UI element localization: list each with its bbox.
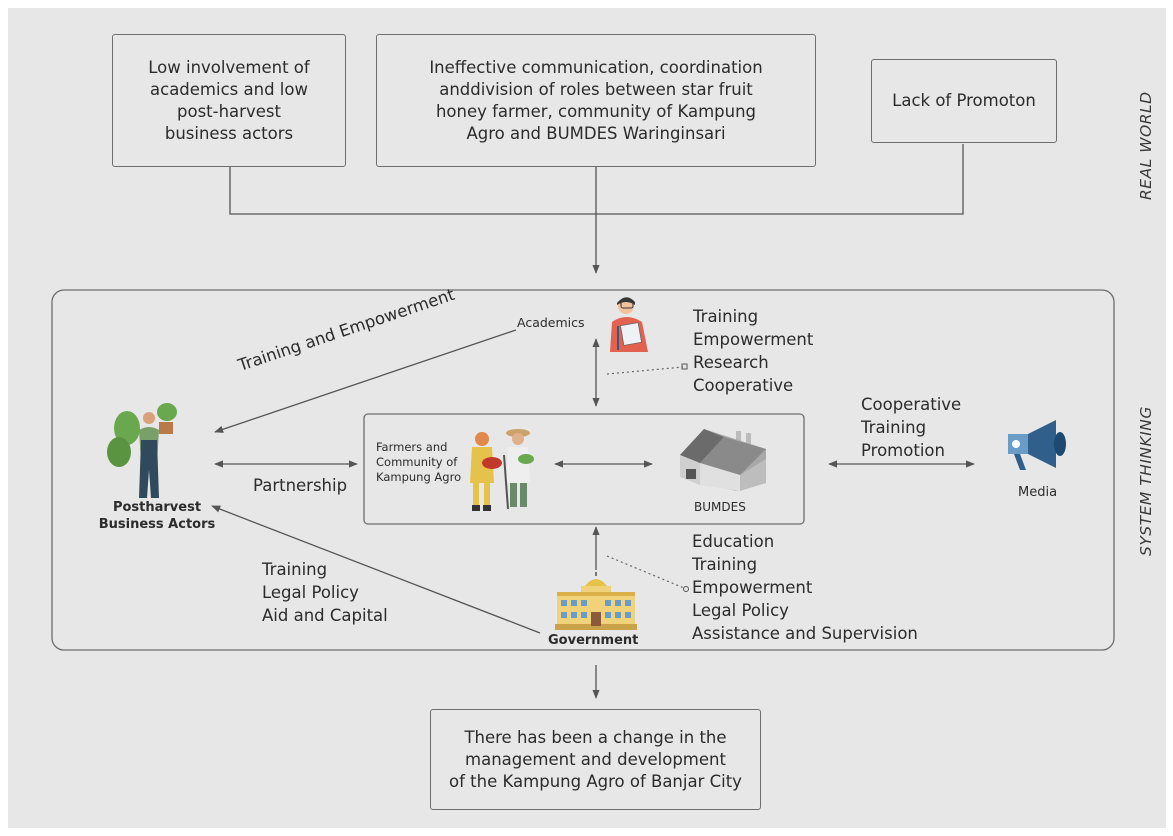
system-thinking-frame [51,289,1115,651]
academics-icon [610,297,648,352]
government-roles-marker [683,586,689,592]
media-roles: Cooperative Training Promotion [861,395,962,460]
problem-text: Low involvement of academics and low pos… [148,57,310,143]
partnership-label: Partnership [253,476,348,495]
academics-label: Academics [517,315,585,330]
problem-box-promotion: Lack of Promoton [871,59,1057,143]
farmers-label: Farmers and Community of Kampung Agro [376,440,462,484]
government-actors-label: Training Legal Policy Aid and Capital [262,560,388,625]
government-roles-pointer [606,555,685,589]
megaphone-icon [1008,420,1066,470]
academics-roles-marker [681,363,688,370]
academics-actors-arrow [214,329,517,433]
academics-roles: Training Empowerment Research Cooperativ… [693,307,814,395]
government-label: Government [548,633,639,648]
real-world-label: REAL WORLD [1137,91,1155,200]
center-box [363,413,805,525]
government-building-icon [555,572,637,630]
business-actors-label: Postharvest Business Actors [98,500,216,532]
problem-box-academics: Low involvement of academics and low pos… [112,34,346,167]
problem-text: Lack of Promoton [892,91,1036,110]
problem-text: Ineffective communication, coordination … [429,57,763,143]
business-actor-icon [107,403,177,498]
outcome-text: There has been a change in the managemen… [449,727,742,791]
system-thinking-label: SYSTEM THINKING [1137,406,1155,556]
bumdes-building-icon [680,429,766,491]
problem-box-communication: Ineffective communication, coordination … [376,34,816,167]
problem-merge-lines [229,144,964,274]
bumdes-label: BUMDES [694,500,746,514]
media-label: Media [1018,485,1058,500]
academics-roles-pointer [606,366,684,375]
government-roles: Education Training Empowerment Legal Pol… [692,532,918,643]
government-actors-arrow [211,505,541,634]
farmers-icon [470,429,534,511]
outcome-box: There has been a change in the managemen… [430,709,761,810]
